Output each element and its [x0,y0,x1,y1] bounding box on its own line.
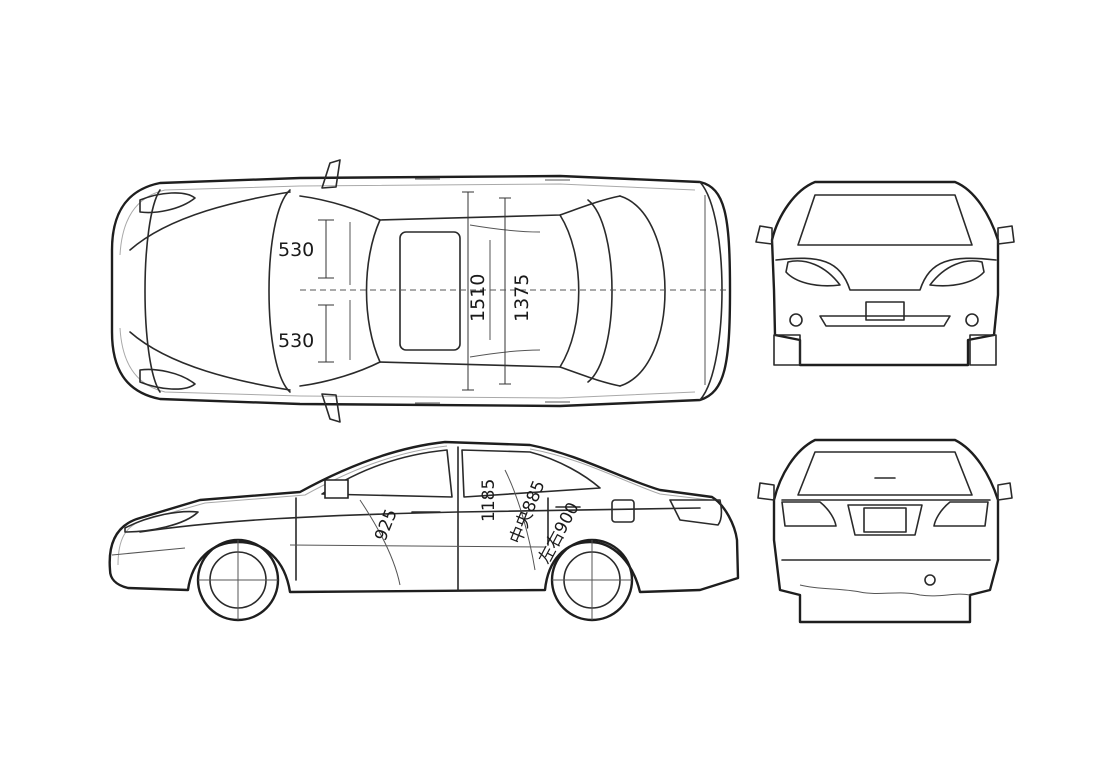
front-view [755,180,1015,367]
dim-headroom: 1185 [479,479,499,522]
top-view [110,159,732,423]
dim-front-legroom: 925 [371,506,402,544]
dim-rear-seat-half: 530 [278,330,314,352]
front-wheel [196,538,280,622]
dim-rear-track: 1375 [511,274,533,322]
rear-wheel [550,538,634,622]
dim-front-seat-half: 530 [278,239,314,261]
dim-front-track: 1510 [467,274,489,322]
side-view [108,440,740,622]
rear-view [757,438,1013,624]
